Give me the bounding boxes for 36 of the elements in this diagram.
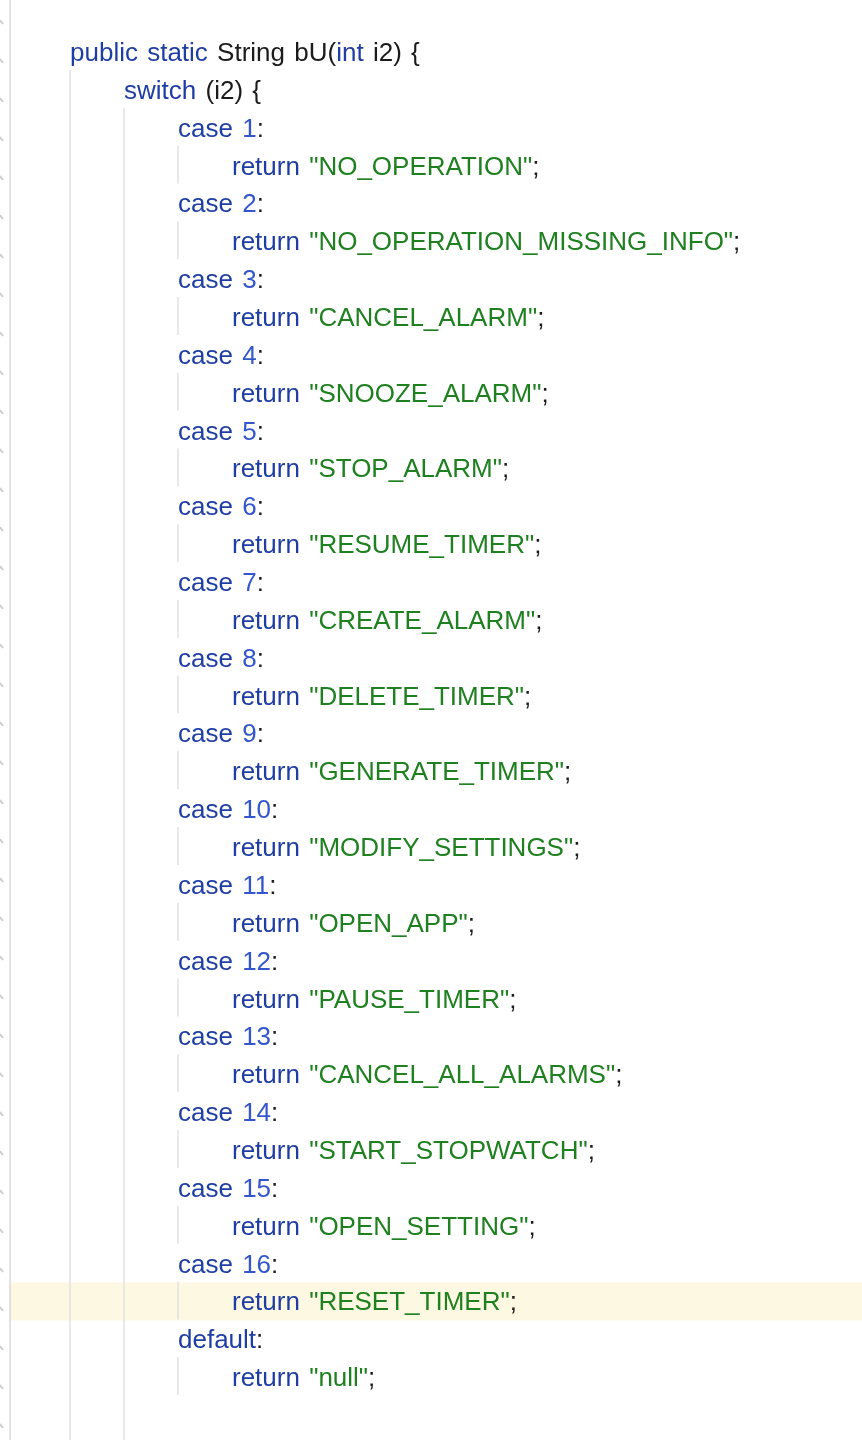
code-line: return "MODIFY_SETTINGS"; (232, 831, 581, 864)
code-line: return "RESUME_TIMER"; (232, 528, 542, 561)
code-line: case 11: (178, 868, 277, 901)
code-line: return "CANCEL_ALARM"; (232, 301, 545, 333)
code-line: return "RESET_TIMER"; (232, 1285, 517, 1318)
code-line: case 3: (178, 263, 264, 296)
code-line: public static String bU(int i2) { (70, 36, 420, 68)
code-line: case 12: (178, 944, 279, 977)
code-line: return "SNOOZE_ALARM"; (232, 376, 549, 409)
code-line: return "OPEN_SETTING"; (232, 1209, 536, 1242)
code-line: return "START_STOPWATCH"; (232, 1133, 595, 1166)
code-line: case 6: (178, 490, 264, 523)
code-line: return "NO_OPERATION"; (232, 149, 540, 182)
code-line: case 7: (178, 566, 264, 599)
code-line: return "DELETE_TIMER"; (232, 679, 532, 712)
code-line: case 16: (178, 1247, 279, 1280)
code-line: case 8: (178, 641, 264, 674)
code-line: case 9: (178, 717, 264, 750)
code-line: case 1: (178, 111, 264, 144)
code-line: return "NO_OPERATION_MISSING_INFO"; (232, 225, 741, 258)
code-line: case 14: (178, 1096, 279, 1129)
code-line: case 2: (178, 187, 264, 220)
code-line: return "PAUSE_TIMER"; (232, 982, 517, 1015)
code-line: return "GENERATE_TIMER"; (232, 755, 572, 788)
code-line: case 15: (178, 1171, 279, 1204)
code-line: default: (178, 1323, 264, 1356)
code-line: return "CANCEL_ALL_ALARMS"; (232, 1058, 623, 1091)
code-line: case 10: (178, 793, 279, 826)
code-line: case 13: (178, 1020, 279, 1053)
code-line: return "STOP_ALARM"; (232, 452, 510, 485)
code-line: case 4: (178, 338, 264, 371)
code-line: return "OPEN_APP"; (232, 906, 476, 939)
code-line: case 5: (178, 414, 264, 447)
code-line: switch (i2) { (124, 73, 261, 106)
code-line: return "null"; (232, 1361, 376, 1394)
code-line: return "CREATE_ALARM"; (232, 603, 543, 636)
